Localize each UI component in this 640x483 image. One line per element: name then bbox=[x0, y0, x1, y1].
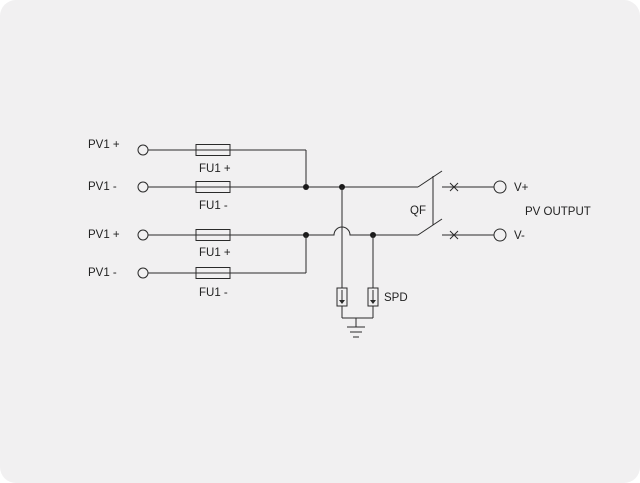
output-label-positive: V+ bbox=[514, 182, 529, 194]
input-label-1: PV1 + bbox=[88, 139, 120, 151]
input-label-2: PV1 - bbox=[88, 181, 117, 193]
spd-label: SPD bbox=[384, 292, 408, 304]
input-label-3: PV1 + bbox=[88, 229, 120, 241]
ground-icon bbox=[347, 326, 365, 338]
output-terminal-negative bbox=[493, 228, 507, 242]
fuse-label-3: FU1 + bbox=[199, 247, 231, 259]
output-title: PV OUTPUT bbox=[525, 206, 591, 218]
negative-bus bbox=[230, 226, 418, 236]
fuse-label-1: FU1 + bbox=[199, 163, 231, 175]
fuse-label-4: FU1 - bbox=[199, 287, 228, 299]
junction-dot-1 bbox=[303, 184, 309, 190]
input-terminal-3 bbox=[137, 229, 149, 241]
breaker-label: QF bbox=[410, 205, 426, 217]
input-terminal-2 bbox=[137, 181, 149, 193]
fuse-label-2: FU1 - bbox=[199, 200, 228, 212]
spd-element-negative bbox=[367, 287, 379, 307]
breaker-blade-positive bbox=[417, 170, 443, 188]
breaker-blade-negative bbox=[417, 218, 443, 236]
input-terminal-4 bbox=[137, 267, 149, 279]
spd-element-positive bbox=[336, 287, 348, 307]
output-label-negative: V- bbox=[514, 230, 525, 242]
input-label-4: PV1 - bbox=[88, 267, 117, 279]
output-terminal-positive bbox=[493, 180, 507, 194]
input-terminal-1 bbox=[137, 144, 149, 156]
